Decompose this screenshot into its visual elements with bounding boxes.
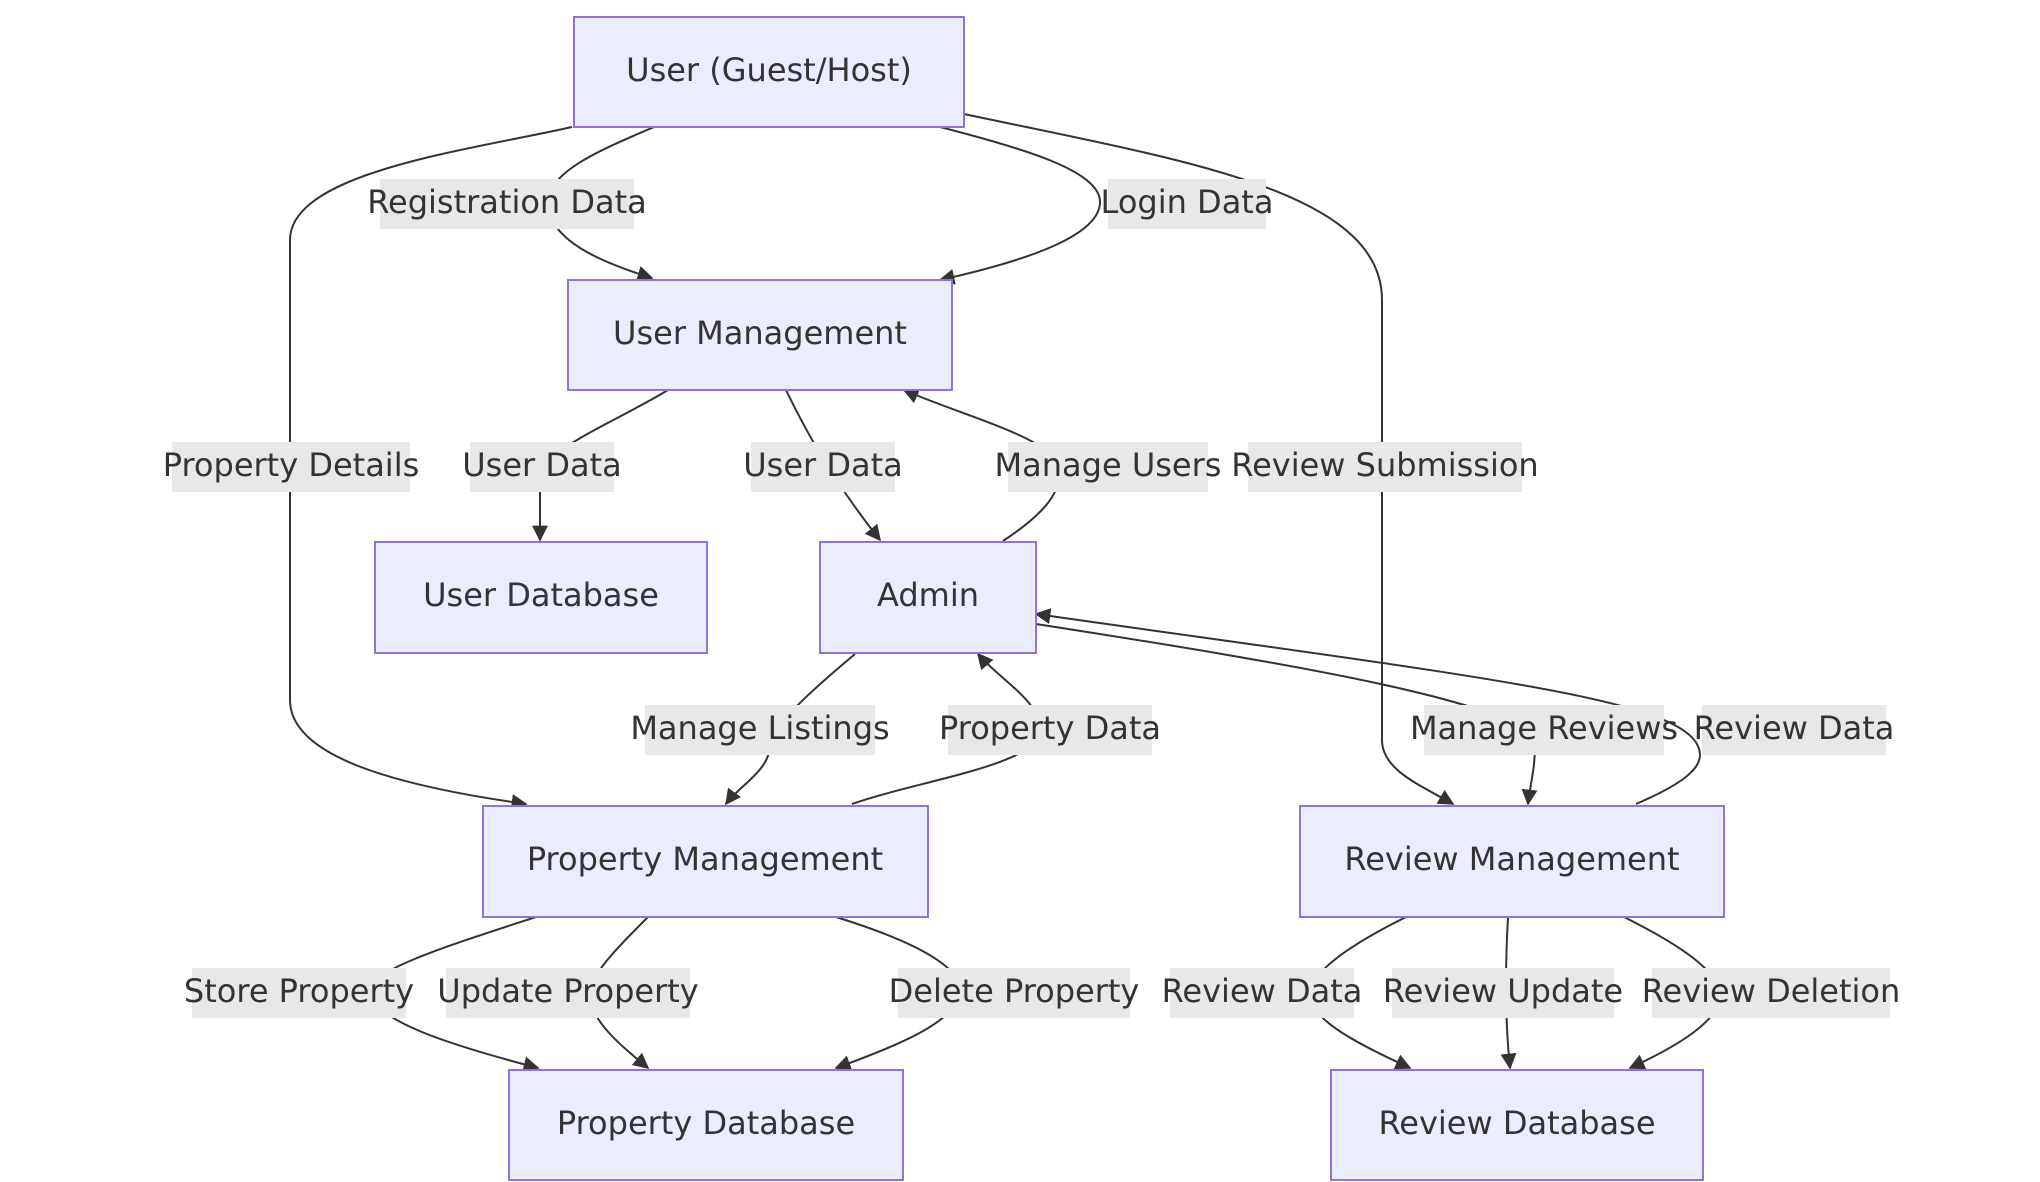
edge-label-store-property: Store Property bbox=[184, 968, 414, 1018]
edge-label-property-details: Property Details bbox=[163, 442, 420, 492]
edge-label-login-data: Login Data bbox=[1101, 179, 1274, 229]
node-property-database-label: Property Database bbox=[557, 1104, 855, 1142]
edge-label-review-data-to-db-text: Review Data bbox=[1162, 972, 1363, 1010]
node-admin[interactable]: Admin bbox=[819, 541, 1037, 654]
edge-label-user-data-to-db-text: User Data bbox=[462, 446, 622, 484]
edge-label-registration-data-text: Registration Data bbox=[367, 183, 647, 221]
edge-label-review-deletion: Review Deletion bbox=[1642, 968, 1901, 1018]
edge-label-login-data-text: Login Data bbox=[1101, 183, 1274, 221]
node-user[interactable]: User (Guest/Host) bbox=[573, 16, 965, 128]
edge-label-user-data-to-admin: User Data bbox=[743, 442, 903, 492]
edge-label-review-submission-text: Review Submission bbox=[1231, 446, 1538, 484]
node-review-database[interactable]: Review Database bbox=[1330, 1069, 1704, 1181]
node-review-management[interactable]: Review Management bbox=[1299, 805, 1725, 918]
edge-label-review-deletion-text: Review Deletion bbox=[1642, 972, 1901, 1010]
edge-label-property-data-text: Property Data bbox=[939, 709, 1161, 747]
edge-property-details bbox=[289, 126, 573, 810]
edge-label-manage-listings: Manage Listings bbox=[630, 705, 890, 755]
node-property-database[interactable]: Property Database bbox=[508, 1069, 904, 1181]
edge-label-review-update-text: Review Update bbox=[1383, 972, 1623, 1010]
edge-label-manage-users-text: Manage Users bbox=[995, 446, 1222, 484]
node-review-management-label: Review Management bbox=[1344, 840, 1679, 878]
node-property-management-label: Property Management bbox=[527, 840, 883, 878]
edge-label-review-data-to-admin: Review Data bbox=[1694, 705, 1895, 755]
node-property-management[interactable]: Property Management bbox=[482, 805, 929, 918]
node-user-database[interactable]: User Database bbox=[374, 541, 708, 654]
node-user-management[interactable]: User Management bbox=[567, 279, 953, 391]
edge-label-delete-property-text: Delete Property bbox=[889, 972, 1140, 1010]
edge-label-review-submission: Review Submission bbox=[1231, 442, 1539, 492]
edge-label-property-details-text: Property Details bbox=[163, 446, 420, 484]
edge-label-manage-users: Manage Users bbox=[995, 442, 1222, 492]
node-user-database-label: User Database bbox=[423, 576, 659, 614]
edge-label-manage-listings-text: Manage Listings bbox=[630, 709, 889, 747]
edge-label-property-data: Property Data bbox=[939, 705, 1161, 755]
edge-label-review-data-to-db: Review Data bbox=[1162, 968, 1363, 1018]
edge-label-update-property: Update Property bbox=[437, 968, 699, 1018]
edge-label-manage-reviews: Manage Reviews bbox=[1410, 705, 1678, 755]
edge-label-user-data-to-admin-text: User Data bbox=[743, 446, 903, 484]
node-review-database-label: Review Database bbox=[1378, 1104, 1655, 1142]
node-user-label: User (Guest/Host) bbox=[626, 51, 912, 89]
edge-label-store-property-text: Store Property bbox=[184, 972, 414, 1010]
edge-label-update-property-text: Update Property bbox=[437, 972, 698, 1010]
node-user-management-label: User Management bbox=[613, 314, 907, 352]
edge-label-user-data-to-db: User Data bbox=[462, 442, 622, 492]
edge-label-registration-data: Registration Data bbox=[367, 179, 647, 229]
edge-label-manage-reviews-text: Manage Reviews bbox=[1410, 709, 1678, 747]
edge-label-delete-property: Delete Property bbox=[889, 968, 1140, 1018]
edge-label-review-data-to-admin-text: Review Data bbox=[1694, 709, 1895, 747]
edge-label-review-update: Review Update bbox=[1383, 968, 1623, 1018]
edge-review-submission bbox=[963, 113, 1455, 805]
edge-login-data bbox=[938, 126, 1102, 285]
edge-labels: Registration Data Login Data Property De… bbox=[163, 179, 1901, 1018]
node-admin-label: Admin bbox=[877, 576, 979, 614]
